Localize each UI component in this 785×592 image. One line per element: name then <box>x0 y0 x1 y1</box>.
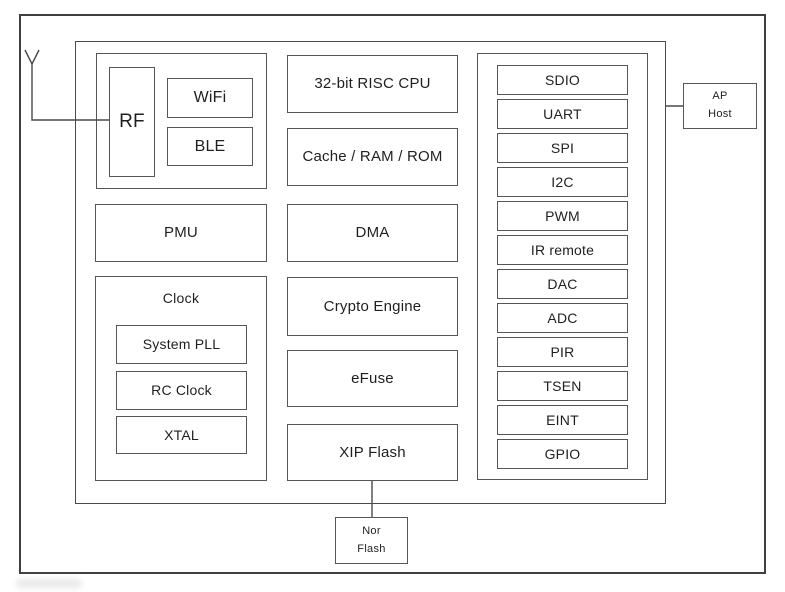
ble-block-label: BLE <box>194 137 226 155</box>
peripherals-group: SDIO UART SPI I2C PWM IR remote DAC ADC … <box>477 53 648 480</box>
cache-ram-rom-label: Cache / RAM / ROM <box>302 148 443 165</box>
pwm-label: PWM <box>545 208 580 224</box>
wifi-block: WiFi <box>167 78 253 118</box>
peripherals-list: SDIO UART SPI I2C PWM IR remote DAC ADC … <box>478 65 647 469</box>
ir-remote-label: IR remote <box>530 242 595 258</box>
uart-block: UART <box>497 99 628 129</box>
page-border <box>19 14 766 574</box>
ap-host-block: AP Host <box>683 83 757 129</box>
tsen-block: TSEN <box>497 371 628 401</box>
spi-label: SPI <box>550 140 575 156</box>
adc-label: ADC <box>547 310 578 326</box>
gpio-label: GPIO <box>544 446 581 462</box>
eint-block: EINT <box>497 405 628 435</box>
efuse-label: eFuse <box>351 369 394 387</box>
xip-flash-block: XIP Flash <box>287 424 458 481</box>
pmu-block: PMU <box>95 204 267 262</box>
uart-label: UART <box>543 106 582 122</box>
risc-cpu-block: 32-bit RISC CPU <box>287 55 458 113</box>
sdio-label: SDIO <box>544 72 581 88</box>
rf-block-label: RF <box>119 110 145 132</box>
sdio-block: SDIO <box>497 65 628 95</box>
wifi-block-label: WiFi <box>193 89 227 107</box>
pir-block: PIR <box>497 337 628 367</box>
adc-block: ADC <box>497 303 628 333</box>
clock-group-label: Clock <box>162 290 200 306</box>
rf-block: RF <box>109 67 155 177</box>
eint-label: EINT <box>546 412 579 428</box>
ble-block: BLE <box>167 127 253 166</box>
xtal-block: XTAL <box>116 416 247 454</box>
ap-host-label-line2: Host <box>708 108 732 120</box>
dac-label: DAC <box>547 276 578 292</box>
system-pll-label: System PLL <box>142 336 221 353</box>
nor-flash-label-line1: Nor <box>362 524 381 537</box>
dac-block: DAC <box>497 269 628 299</box>
efuse-block: eFuse <box>287 350 458 407</box>
nor-flash-block: Nor Flash <box>335 517 408 564</box>
crypto-engine-block: Crypto Engine <box>287 277 458 336</box>
pwm-block: PWM <box>497 201 628 231</box>
system-pll-block: System PLL <box>116 325 247 364</box>
dma-block: DMA <box>287 204 458 262</box>
pmu-block-label: PMU <box>164 224 198 241</box>
spi-block: SPI <box>497 133 628 163</box>
ap-host-label-line1: AP <box>712 90 728 103</box>
tsen-label: TSEN <box>543 378 582 394</box>
ir-remote-block: IR remote <box>497 235 628 265</box>
gpio-block: GPIO <box>497 439 628 469</box>
cache-ram-rom-block: Cache / RAM / ROM <box>287 128 458 186</box>
xtal-label: XTAL <box>164 426 199 443</box>
scan-artifact <box>16 579 82 588</box>
dma-label: DMA <box>355 224 390 241</box>
soc-chip-boundary <box>75 41 666 504</box>
rc-clock-label: RC Clock <box>151 382 212 399</box>
pir-label: PIR <box>550 344 575 360</box>
crypto-engine-label: Crypto Engine <box>323 297 422 315</box>
rc-clock-block: RC Clock <box>116 371 247 410</box>
xip-flash-label: XIP Flash <box>339 443 406 461</box>
nor-flash-label-line2: Flash <box>357 542 386 555</box>
i2c-block: I2C <box>497 167 628 197</box>
i2c-label: I2C <box>551 174 574 190</box>
risc-cpu-label: 32-bit RISC CPU <box>314 75 431 92</box>
